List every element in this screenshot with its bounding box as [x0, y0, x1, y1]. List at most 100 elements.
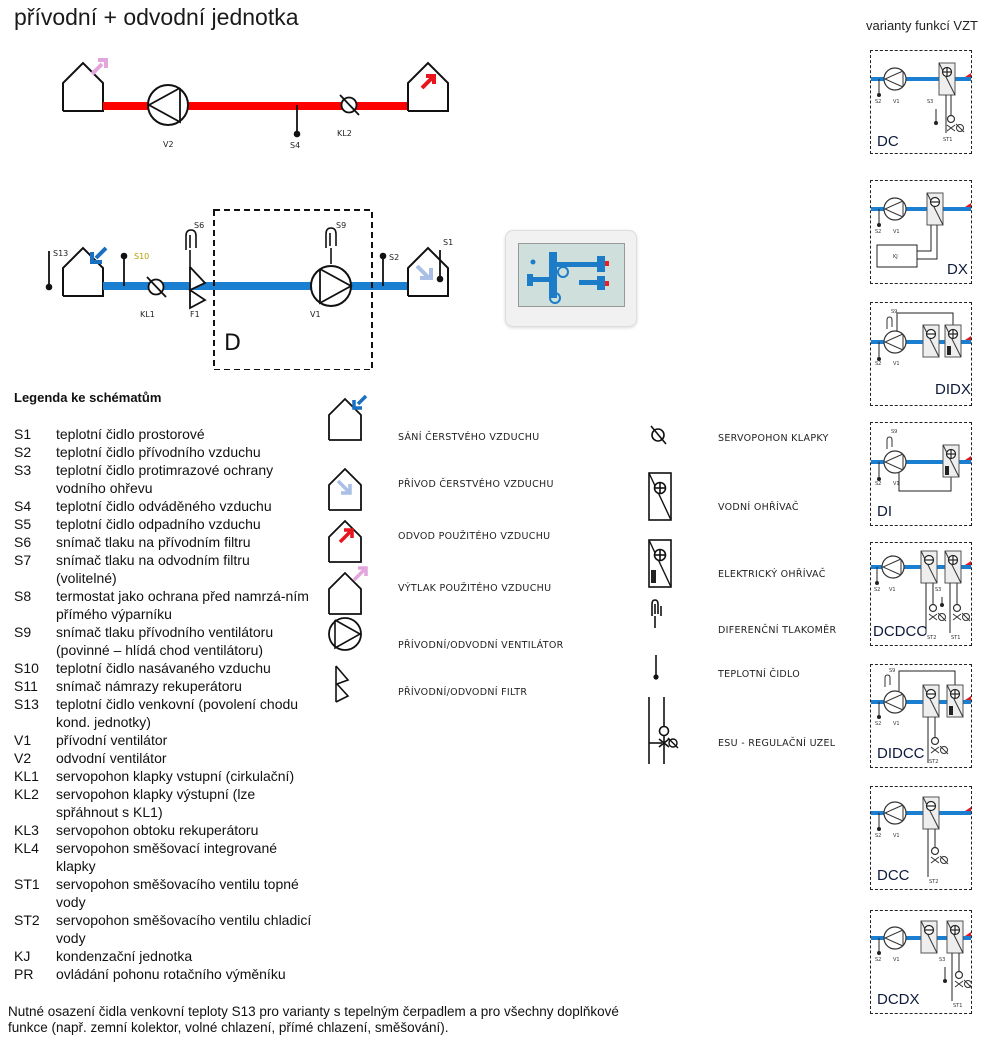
- variant-name: DI: [877, 503, 892, 520]
- legend-description: teplotní čidlo prostorové: [56, 426, 205, 442]
- legend-description: kondenzační jednotka: [56, 948, 193, 964]
- legend-description: servopohon směšovacího ventilu chladicí …: [56, 912, 312, 946]
- filter-pressure-gauge-icon: [185, 229, 197, 270]
- sensor-label-s13: S13: [53, 249, 68, 258]
- svg-text:S9: S9: [889, 668, 895, 674]
- svg-text:S2: S2: [875, 957, 881, 963]
- legend-description: teplotní čidlo protimrazové ochrany vodn…: [56, 462, 274, 496]
- used-air-extract-icon: [328, 519, 362, 563]
- legend-code: S9: [14, 624, 32, 640]
- symbol-label-fresh-air-supply: PŘÍVOD ČERSTVÉHO VZDUCHU: [398, 479, 554, 490]
- symbol-label-temperature-sensor: TEPLOTNÍ ČIDLO: [718, 669, 801, 680]
- svg-text:S2: S2: [875, 481, 881, 487]
- fan-label-v2: V2: [163, 140, 174, 149]
- svg-text:S2: S2: [875, 721, 881, 727]
- screen-schematic-icon: [527, 252, 609, 304]
- intake-damper-icon: [146, 276, 167, 298]
- exhaust-duct: [103, 102, 408, 110]
- supply-diagram: S13 S10 KL1 S6 F1 D S9 V1 S2: [45, 209, 453, 370]
- legend-description: odvodní ventilátor: [56, 750, 167, 766]
- symbol-label-fresh-air-intake: SÁNÍ ČERSTVÉHO VZDUCHU: [398, 432, 540, 443]
- legend-item: ST2 servopohon směšovacího ventilu chladi…: [14, 911, 314, 947]
- fresh-air-intake-icon: [328, 394, 368, 441]
- supply-fan-icon: [310, 265, 353, 307]
- exhaust-intake-house-icon: [407, 61, 449, 112]
- svg-text:V1: V1: [893, 99, 900, 105]
- legend-code: KL2: [14, 786, 39, 802]
- sensor-label-s6: S6: [194, 221, 204, 230]
- exhaust-fan-icon: [147, 84, 189, 126]
- legend-code: V1: [14, 732, 32, 748]
- sensor-label-s10: S10: [134, 252, 149, 261]
- legend-description: teplotní čidlo odpadního vzduchu: [56, 516, 261, 532]
- legend-code: ST2: [14, 912, 40, 928]
- legend-description: snímač tlaku přívodního ventilátoru (pov…: [56, 624, 274, 658]
- fan-pressure-gauge-icon: [325, 227, 337, 264]
- legend-code: V2: [14, 750, 32, 766]
- svg-text:ST2: ST2: [927, 635, 936, 641]
- legend-description: teplotní čidlo přívodního vzduchu: [56, 444, 261, 460]
- svg-text:S3: S3: [927, 99, 933, 105]
- variants-title: varianty funkcí VZT: [866, 18, 978, 33]
- sensor-label-s2: S2: [389, 253, 399, 262]
- legend-heading: Legenda ke schématům: [14, 390, 162, 405]
- svg-text:V1: V1: [893, 721, 900, 727]
- outdoor-temp-sensor-icon: [45, 251, 53, 291]
- legend-description: servopohon směšovací integrované klapky: [56, 840, 278, 874]
- fan-label-v1: V1: [310, 310, 321, 319]
- sensor-label-s9: S9: [336, 221, 346, 230]
- legend-code: S6: [14, 534, 32, 550]
- legend-code: S5: [14, 516, 32, 532]
- damper-label-kl1: KL1: [140, 310, 155, 319]
- legend-description: termostat jako ochrana před namrzá-ním p…: [56, 588, 309, 622]
- svg-text:ST1: ST1: [951, 635, 960, 641]
- legend-description: teplotní čidlo venkovní (povolení chodu …: [56, 696, 299, 730]
- legend-code: S7: [14, 552, 32, 568]
- svg-text:V1: V1: [893, 229, 900, 235]
- variant-name: DCC: [877, 867, 910, 884]
- legend-description: ovládání pohonu rotačního výměníku: [56, 966, 286, 982]
- module-d-box: [213, 209, 373, 370]
- footnote: Nutné osazení čidla venkovní teploty S13…: [8, 1004, 619, 1035]
- supply-filter-icon: [188, 266, 207, 310]
- variant-name: DIDCC: [877, 745, 925, 762]
- svg-text:ST1: ST1: [953, 1003, 962, 1009]
- symbol-label-esu-control-node: ESU - REGULAČNÍ UZEL: [718, 738, 836, 749]
- symbols-left-icons: [328, 394, 368, 703]
- legend-code: KL4: [14, 840, 39, 856]
- electric-heater-icon: [648, 539, 672, 588]
- legend-code: KL3: [14, 822, 39, 838]
- svg-text:S3: S3: [939, 957, 945, 963]
- svg-text:S2: S2: [875, 229, 881, 235]
- svg-text:S9: S9: [891, 429, 897, 435]
- legend-description: přívodní ventilátor: [56, 732, 168, 748]
- legend-description: servopohon obtoku rekuperátoru: [56, 822, 259, 838]
- temperature-sensor-icon: [653, 655, 659, 680]
- legend-item: V1 přívodní ventilátor: [14, 731, 314, 749]
- variant-name: DIDX: [935, 381, 971, 398]
- control-panel-image: [505, 230, 637, 327]
- legend-description: servopohon klapky vstupní (cirkulační): [56, 768, 295, 784]
- legend-code: ST1: [14, 876, 40, 892]
- fresh-air-intake-house-icon: [62, 246, 108, 297]
- variant-name: DX: [947, 261, 968, 278]
- svg-text:S2: S2: [875, 361, 881, 367]
- esu-control-node-icon: [648, 697, 679, 764]
- svg-text:V1: V1: [893, 361, 900, 367]
